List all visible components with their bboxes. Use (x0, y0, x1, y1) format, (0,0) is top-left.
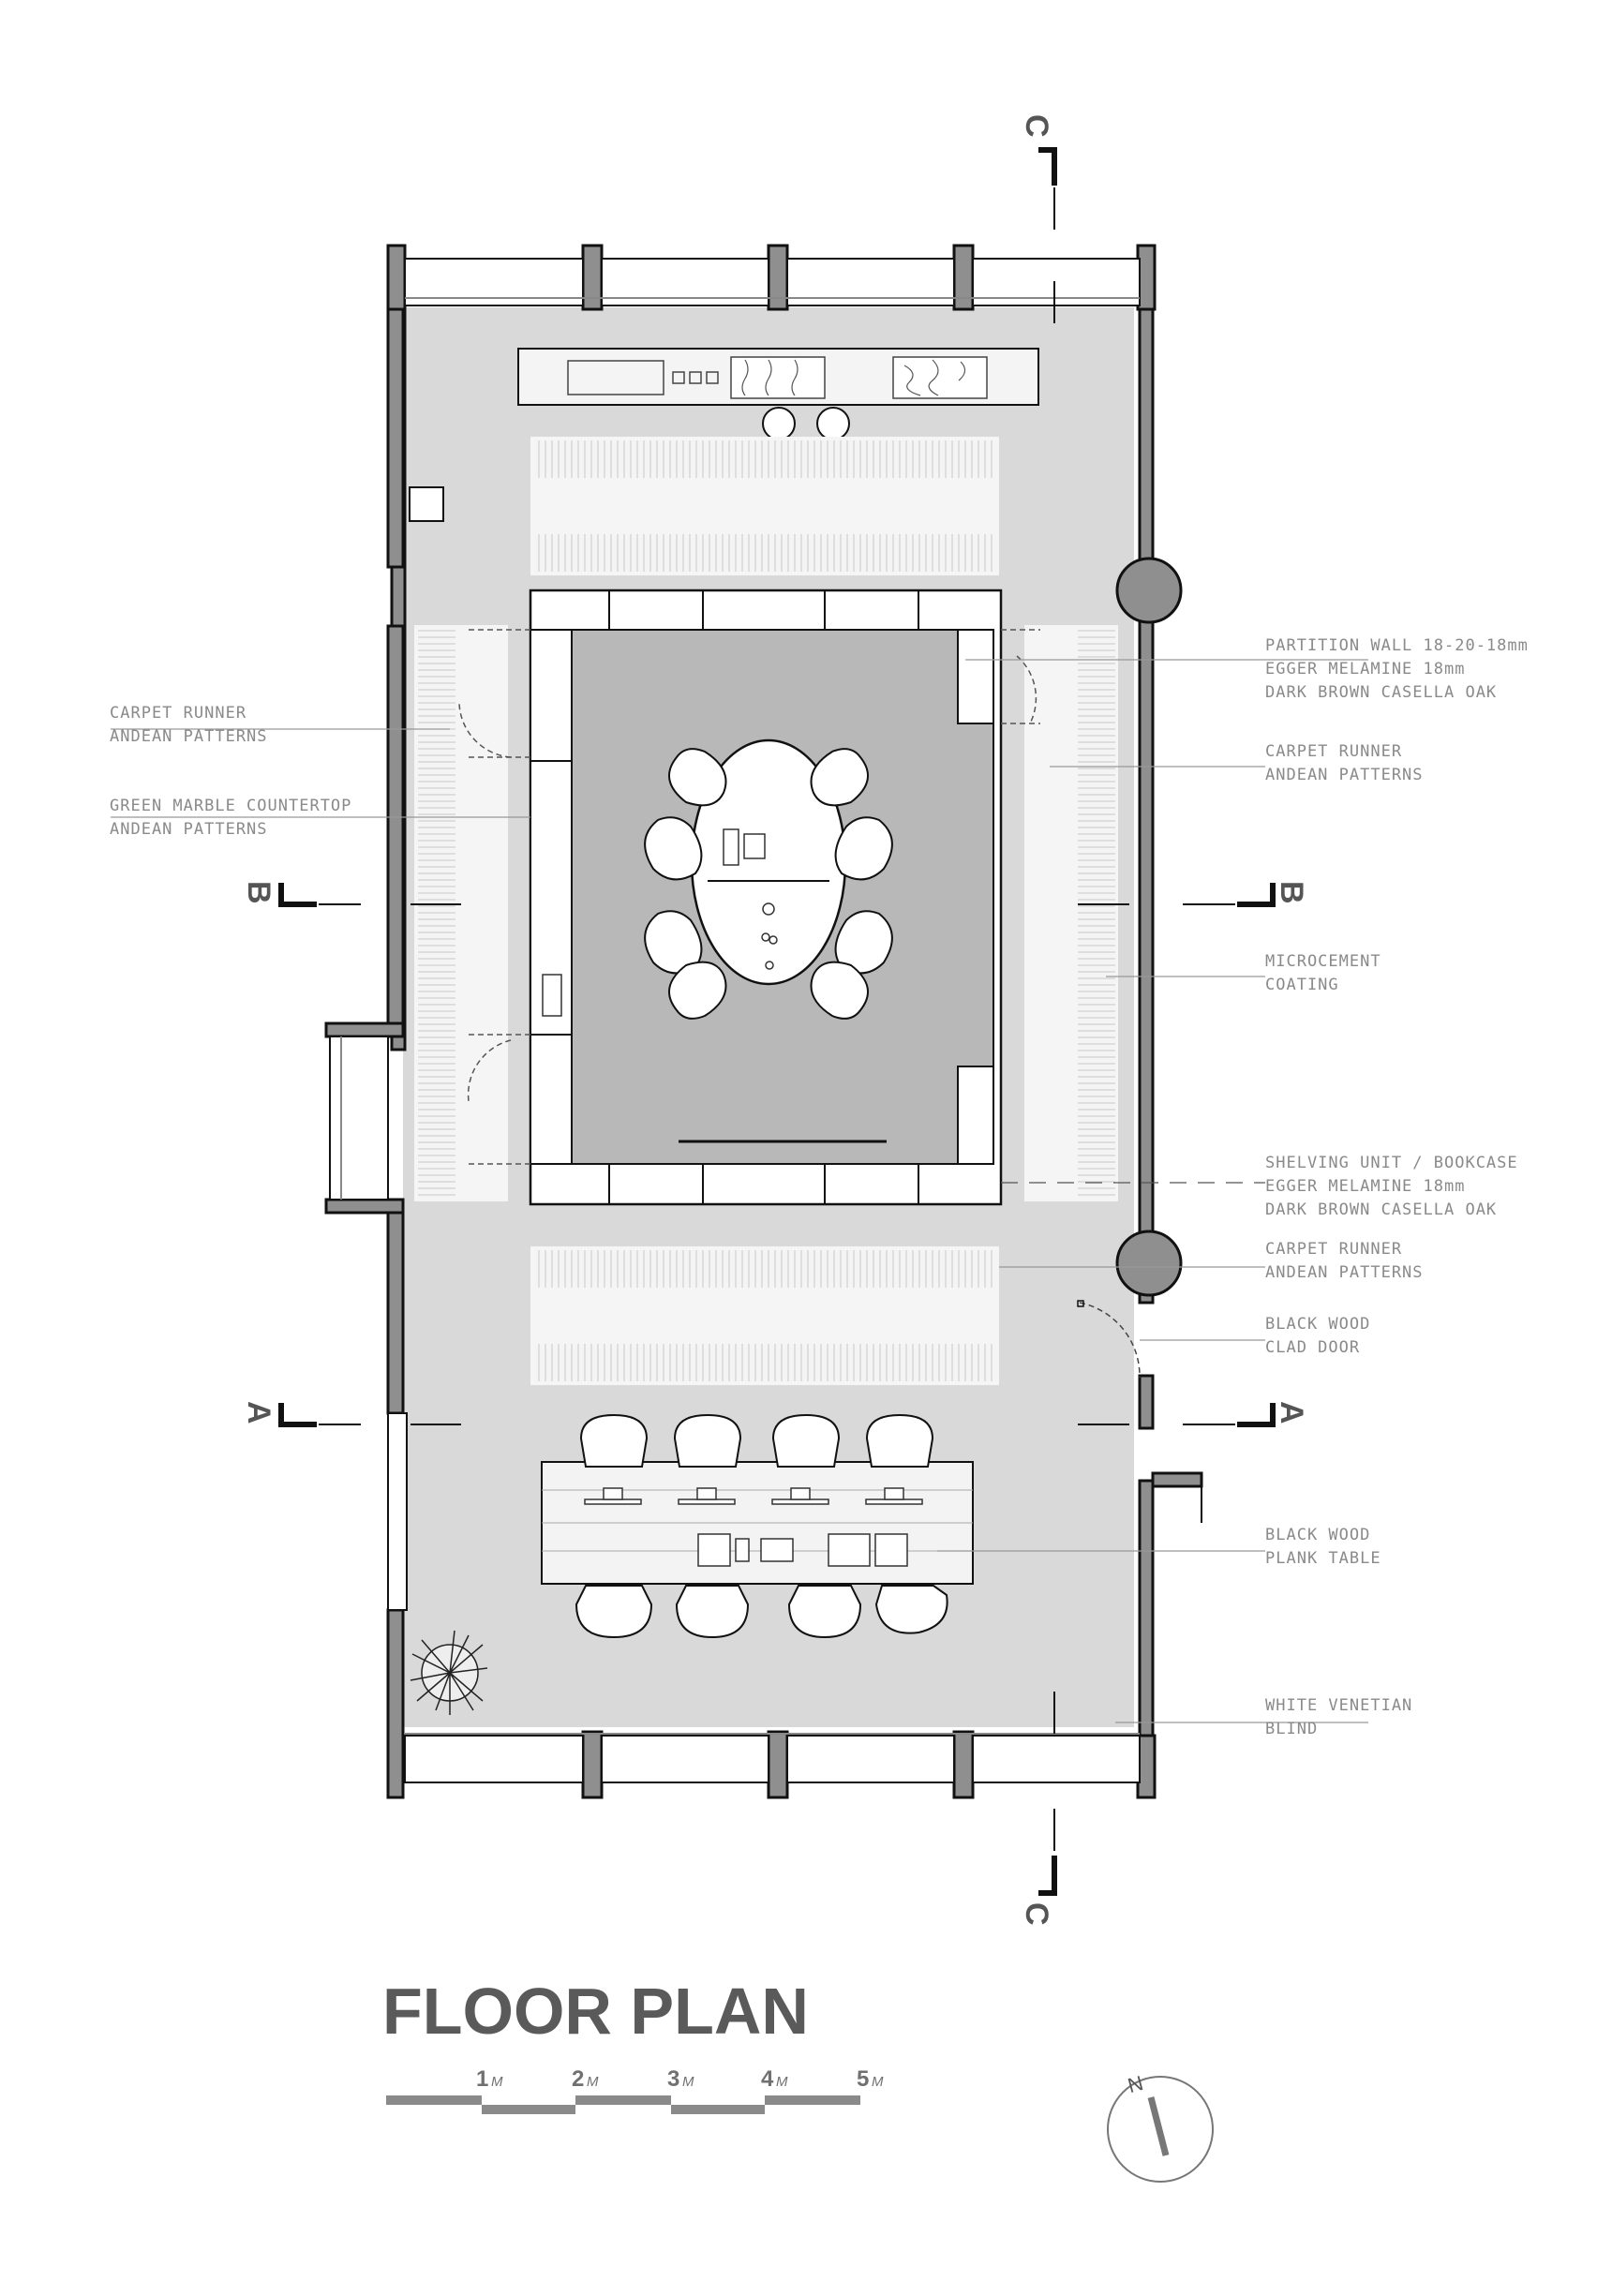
scale-tick-3: 3 (667, 2066, 679, 2092)
leader-lines (111, 659, 1368, 1723)
window-top (404, 258, 1141, 306)
shelving-line-2: EGGER MELAMINE 18mm (1265, 1177, 1465, 1196)
microcement-line-1: MICROCEMENT (1265, 952, 1381, 971)
door-line-2: CLAD DOOR (1265, 1338, 1360, 1357)
shelving-line-1: SHELVING UNIT / BOOKCASE (1265, 1154, 1518, 1172)
blind-line-1: WHITE VENETIAN (1265, 1696, 1412, 1715)
partition-wall-line-3: DARK BROWN CASELLA OAK (1265, 683, 1497, 702)
scale-unit-1: M (491, 2074, 503, 2090)
table-line-1: BLACK WOOD (1265, 1526, 1370, 1544)
north-label: N (1126, 2071, 1146, 2097)
page-title: FLOOR PLAN (382, 1975, 809, 2048)
cabinet-box (409, 486, 444, 522)
blind-line-2: BLIND (1265, 1720, 1318, 1738)
partition-wall-line-1: PARTITION WALL 18-20-18mm (1265, 636, 1529, 655)
section-a-right-label: A (1274, 1401, 1309, 1424)
marble-counter-line-2: ANDEAN PATTERNS (110, 820, 268, 839)
oval-meeting-table (690, 738, 847, 986)
plank-table (541, 1461, 974, 1585)
window-left-bay (329, 1036, 408, 1611)
scale-unit-4: M (776, 2074, 788, 2090)
partition-wall-line-2: EGGER MELAMINE 18mm (1265, 660, 1465, 678)
carpet-right-line-2: ANDEAN PATTERNS (1265, 766, 1424, 784)
table-line-2: PLANK TABLE (1265, 1549, 1381, 1568)
scale-tick-2: 2 (572, 2066, 584, 2092)
section-b-left-label: B (241, 881, 276, 904)
scale-tick-5: 5 (857, 2066, 869, 2092)
section-b-right-label: B (1274, 881, 1309, 904)
carpet-lower-line-2: ANDEAN PATTERNS (1265, 1263, 1424, 1282)
carpet-lower-line-1: CARPET RUNNER (1265, 1240, 1402, 1259)
kitchen-counter (517, 348, 1039, 440)
section-lines (319, 187, 1235, 1851)
carpet-left-line-2: ANDEAN PATTERNS (110, 727, 268, 746)
window-bottom (404, 1733, 1141, 1783)
scale-tick-1: 1 (476, 2066, 488, 2092)
section-a-left-label: A (241, 1401, 276, 1424)
scale-unit-3: M (682, 2074, 694, 2090)
section-labels: C C B B A A (241, 114, 1309, 1926)
meeting-chairs (644, 748, 893, 1020)
plant-icon (410, 1630, 488, 1715)
section-markers (278, 147, 1276, 1896)
scale-tick-4: 4 (761, 2066, 774, 2092)
section-c-bottom-label: C (1019, 1902, 1054, 1926)
scale-unit-5: M (872, 2074, 884, 2090)
walls (324, 244, 1203, 1799)
annotations: CARPET RUNNER ANDEAN PATTERNS GREEN MARB… (110, 636, 1529, 1738)
desk-chairs (575, 1413, 948, 1639)
door (1077, 1300, 1141, 1379)
carpet-left-line-1: CARPET RUNNER (110, 704, 246, 723)
marble-counter-line-1: GREEN MARBLE COUNTERTOP (110, 797, 351, 815)
scale-bar: 1 M 2 M 3 M 4 M 5 M (386, 2066, 884, 2114)
north-arrow-icon: N (1107, 2071, 1214, 2183)
carpet-runners (414, 437, 1118, 1385)
scale-unit-2: M (587, 2074, 599, 2090)
section-c-top-label: C (1019, 114, 1054, 138)
microcement-line-2: COATING (1265, 976, 1339, 994)
shelving-line-3: DARK BROWN CASELLA OAK (1265, 1200, 1497, 1219)
door-line-1: BLACK WOOD (1265, 1315, 1370, 1334)
carpet-right-line-1: CARPET RUNNER (1265, 742, 1402, 761)
